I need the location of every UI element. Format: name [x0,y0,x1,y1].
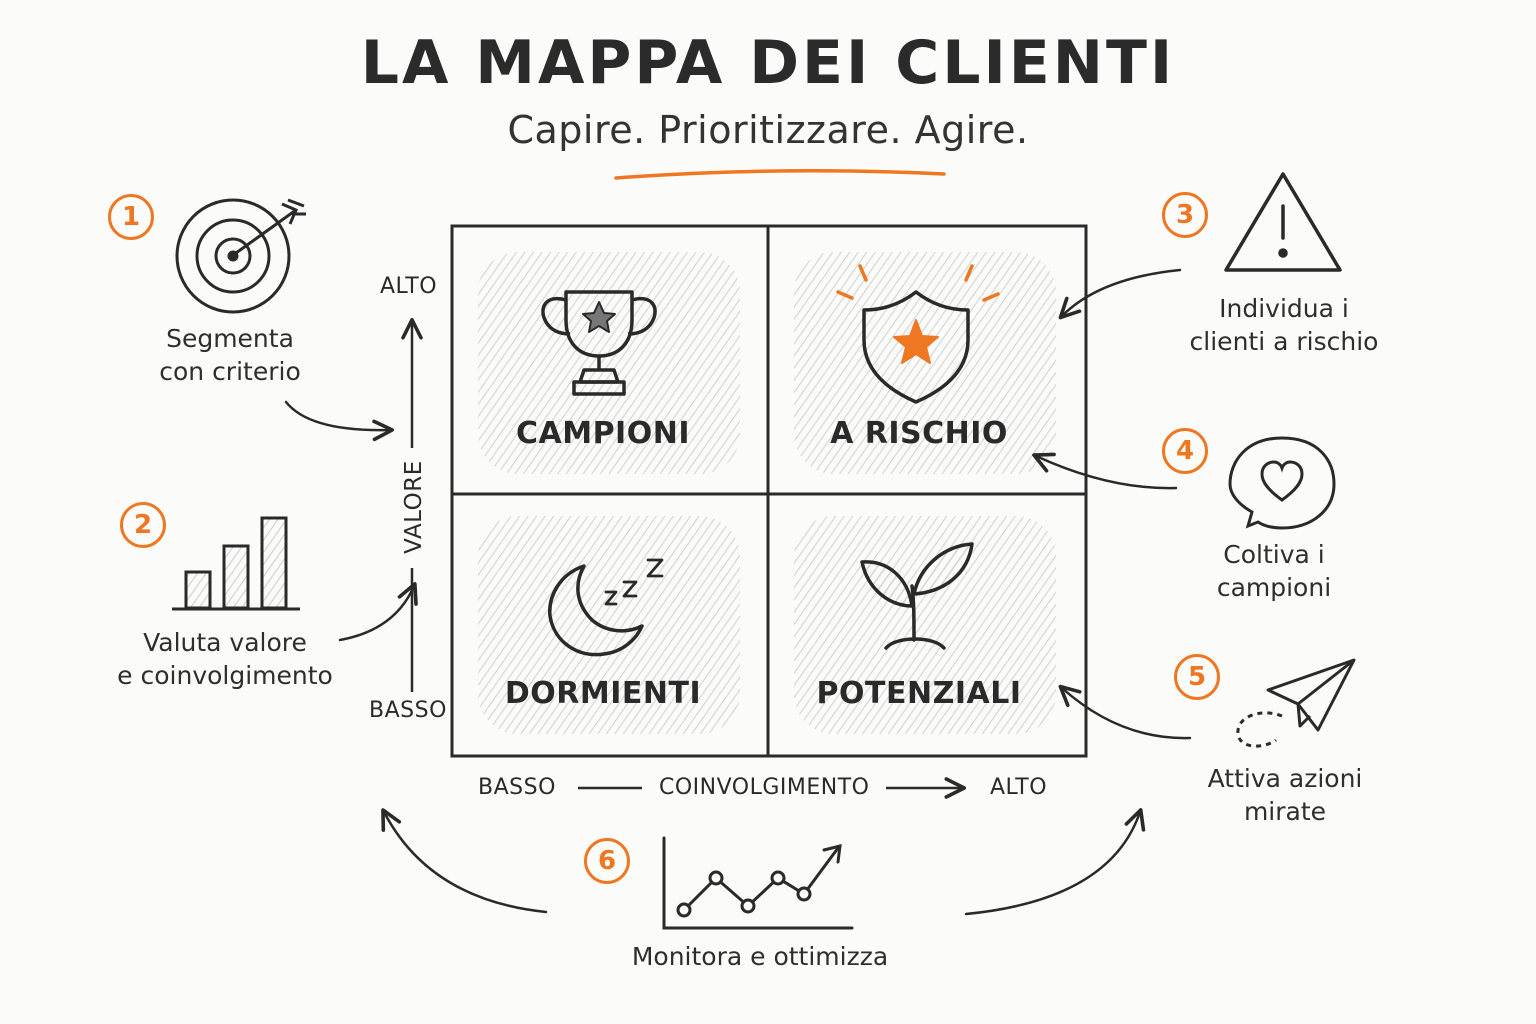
trophy-icon [541,290,657,396]
step-number-1: 1 [108,194,154,240]
quadrant-label-campioni: CAMPIONI [515,416,690,451]
page-subtitle: Capire. Prioritizzare. Agire. [507,108,1029,152]
x-axis-high-label: ALTO [990,775,1048,800]
step-label-2: Valuta valore e coinvolgimento [117,628,333,690]
step-number-4: 4 [1162,428,1208,474]
y-axis-high-label: ALTO [380,274,438,299]
heart-bubble-icon [1228,436,1336,530]
step-number-6: 6 [584,838,630,884]
bar-chart-icon [172,516,300,611]
paper-plane-icon [1236,658,1356,748]
step-number-3: 3 [1162,192,1208,238]
moon-sleep-icon [548,558,664,657]
quadrant-label-a-rischio: A RISCHIO [830,416,1008,451]
matrix-frame [450,224,1088,758]
step-label-3: Individua i clienti a rischio [1189,294,1379,356]
target-icon [175,198,306,314]
connector-arrows [284,268,1192,916]
shield-star-icon [836,264,1000,404]
quadrant-label-potenziali: POTENZIALI [816,676,1022,711]
x-axis-title: COINVOLGIMENTO [659,775,870,800]
quadrant-shading [478,252,1056,734]
warning-icon [1224,172,1342,272]
quadrant-label-dormienti: DORMIENTI [504,676,702,711]
sprout-icon [860,542,974,650]
step-label-6: Monitora e ottimizza [631,942,889,971]
step-number-5: 5 [1174,654,1220,700]
subtitle-underline [614,169,946,180]
step-label-5: Attiva azioni mirate [1207,764,1363,826]
y-axis-low-label: BASSO [369,698,447,723]
page-title: LA MAPPA DEI CLIENTI [360,28,1176,98]
line-chart-icon [662,836,854,930]
step-label-1: Segmenta con criterio [159,324,301,386]
x-axis-low-label: BASSO [478,775,556,800]
step-number-2: 2 [120,502,166,548]
step-label-4: Coltiva i campioni [1216,540,1332,602]
y-axis-title: VALORE [401,460,427,554]
